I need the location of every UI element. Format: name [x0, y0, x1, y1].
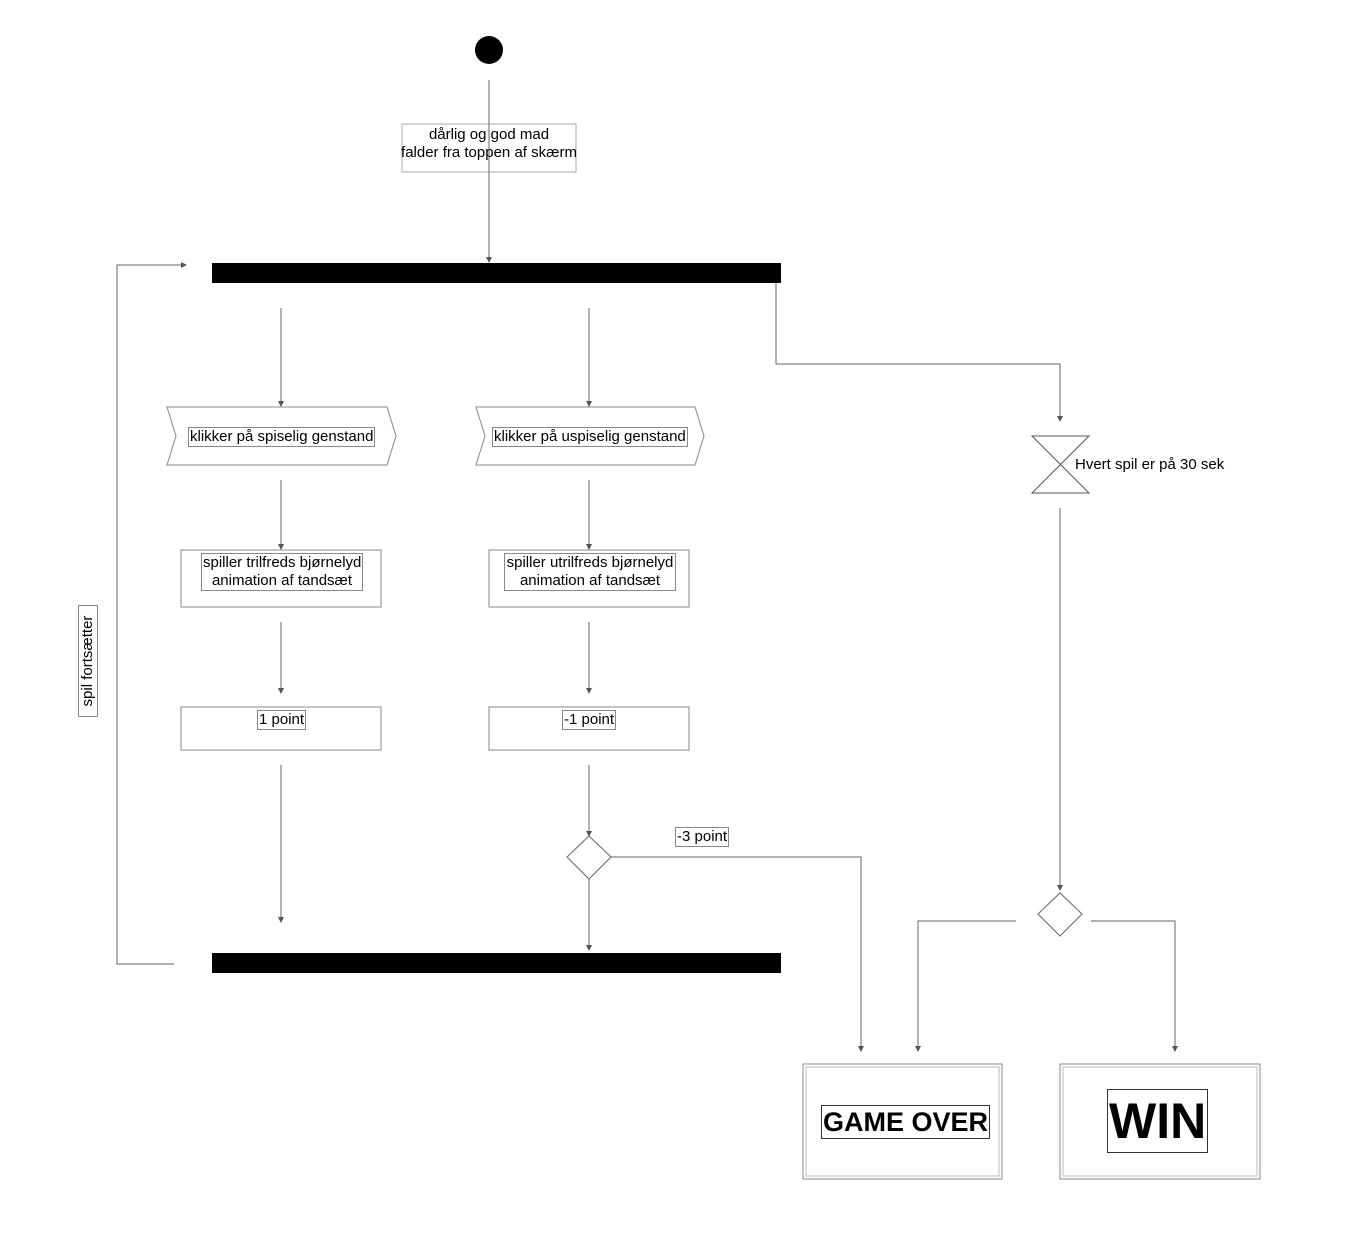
- action-left-line2: animation af tandsæt: [211, 572, 353, 589]
- points-right-label: -1 point: [562, 710, 617, 730]
- action-right-line1: spiller utrilfreds bjørnelyd: [506, 554, 674, 571]
- action-left-label: spiller trilfreds bjørnelyd animation af…: [201, 553, 363, 591]
- end-box-win-inner: [1062, 1066, 1258, 1177]
- flow-decision2-gameover: [915, 920, 1016, 1052]
- decision-diamond-timer: [1037, 892, 1083, 937]
- decision-diamond-points: [566, 835, 612, 880]
- fork-bar-top: [212, 263, 781, 283]
- flow-fork-timer: [775, 283, 1063, 422]
- action-right-line2: animation af tandsæt: [519, 572, 661, 589]
- timer-label: Hvert spil er på 30 sek: [1075, 456, 1225, 473]
- action-left-line1: spiller trilfreds bjørnelyd: [203, 554, 362, 571]
- initial-node: [475, 36, 503, 64]
- action-right-label: spiller utrilfreds bjørnelyd animation a…: [504, 553, 676, 591]
- flow-decision-gameover: [611, 856, 864, 1052]
- end-win-label: WIN: [1107, 1089, 1209, 1153]
- join-bar-bottom: [212, 953, 781, 973]
- points-left-label: 1 point: [257, 710, 307, 730]
- end-box-gameover-inner: [805, 1066, 1000, 1177]
- end-box-win: [1059, 1063, 1261, 1180]
- start-action-label: dårlig og god mad falder fra toppen af s…: [396, 126, 582, 162]
- signal-right-label: klikker på uspiselig genstand: [492, 427, 688, 447]
- start-action-line2: falder fra toppen af skærm: [401, 144, 577, 161]
- end-gameover-label: GAME OVER: [821, 1105, 991, 1139]
- flow-loop-back: [116, 262, 187, 965]
- start-action-line1: dårlig og god mad: [428, 126, 550, 143]
- hourglass-icon: [1030, 435, 1091, 494]
- loop-label: spil fortsætter: [78, 605, 98, 717]
- flow-decision2-win: [1091, 920, 1178, 1052]
- signal-left-label: klikker på spiselig genstand: [188, 427, 376, 447]
- guard-minus3-label: -3 point: [675, 827, 730, 847]
